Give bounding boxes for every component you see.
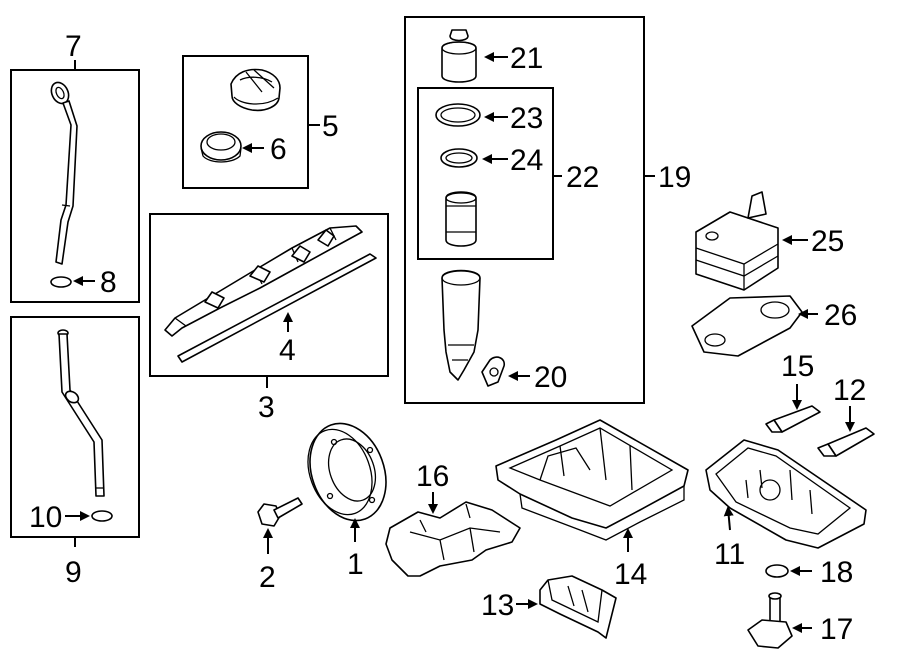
oil-cooler-part[interactable] xyxy=(695,191,779,291)
callout-12[interactable]: 12 xyxy=(833,374,866,407)
dipstick-tube-part[interactable] xyxy=(57,329,105,497)
callout-20[interactable]: 20 xyxy=(534,361,567,394)
callout-14[interactable]: 14 xyxy=(614,558,647,591)
callout-3[interactable]: 3 xyxy=(258,391,275,424)
callout-26[interactable]: 26 xyxy=(824,299,857,332)
large-o-ring-part[interactable] xyxy=(435,103,481,127)
callout-7[interactable]: 7 xyxy=(65,30,82,63)
filter-cap-part[interactable] xyxy=(441,29,477,83)
group-box-5 xyxy=(182,55,309,189)
oil-deflector-gasket-part[interactable] xyxy=(177,253,377,363)
callout-15[interactable]: 15 xyxy=(781,350,814,383)
filter-element-part[interactable] xyxy=(445,191,477,247)
callout-22[interactable]: 22 xyxy=(566,161,599,194)
filler-cap-part[interactable] xyxy=(230,68,281,112)
small-o-ring-part[interactable] xyxy=(440,148,478,168)
callout-19[interactable]: 19 xyxy=(658,161,691,194)
callout-numbers: 1 2 3 4 5 6 7 8 9 10 11 12 13 14 15 16 1… xyxy=(29,30,866,646)
drain-plug-seal-part[interactable] xyxy=(765,564,789,578)
sealant-tube-15-part[interactable] xyxy=(765,405,821,433)
callout-16[interactable]: 16 xyxy=(416,460,449,493)
filter-housing-part[interactable] xyxy=(481,356,506,387)
bolt-part[interactable] xyxy=(257,497,303,527)
filler-cap-seal-part[interactable] xyxy=(200,131,242,163)
housing-insert-part[interactable] xyxy=(441,269,481,381)
callout-18[interactable]: 18 xyxy=(820,556,853,589)
oil-cooler-gasket-part[interactable] xyxy=(691,295,803,357)
callout-24[interactable]: 24 xyxy=(510,144,543,177)
drain-plug-sensor-part[interactable] xyxy=(747,592,793,649)
callout-17[interactable]: 17 xyxy=(820,613,853,646)
upper-oil-pan-part[interactable] xyxy=(495,419,689,541)
callout-5[interactable]: 5 xyxy=(322,110,339,143)
callout-1[interactable]: 1 xyxy=(347,548,364,581)
lower-oil-pan-part[interactable] xyxy=(705,439,867,549)
callout-21[interactable]: 21 xyxy=(510,42,543,75)
group-box-22 xyxy=(417,87,554,260)
callout-11[interactable]: 11 xyxy=(714,538,745,571)
baffle-part[interactable] xyxy=(385,501,521,577)
callout-6[interactable]: 6 xyxy=(270,133,287,166)
group-box-7 xyxy=(10,69,140,303)
group-box-3 xyxy=(149,213,389,377)
callout-9[interactable]: 9 xyxy=(65,556,82,589)
heat-shield-part[interactable] xyxy=(539,575,617,639)
group-box-19 xyxy=(404,16,645,404)
oil-deflector-part[interactable] xyxy=(164,225,363,337)
callout-10[interactable]: 10 xyxy=(29,501,62,534)
dipstick-part[interactable] xyxy=(48,80,78,265)
callout-13[interactable]: 13 xyxy=(481,589,514,622)
callout-8[interactable]: 8 xyxy=(100,266,117,299)
tube-o-ring-part[interactable] xyxy=(91,510,113,522)
oil-pan-gasket-part[interactable] xyxy=(297,413,399,532)
leader-lines xyxy=(65,52,855,633)
sealant-tube-12-part[interactable] xyxy=(817,427,875,457)
callout-4[interactable]: 4 xyxy=(279,334,296,367)
callout-25[interactable]: 25 xyxy=(811,225,844,258)
dipstick-o-ring-part[interactable] xyxy=(50,276,72,288)
callout-2[interactable]: 2 xyxy=(259,561,276,594)
callout-23[interactable]: 23 xyxy=(510,102,543,135)
